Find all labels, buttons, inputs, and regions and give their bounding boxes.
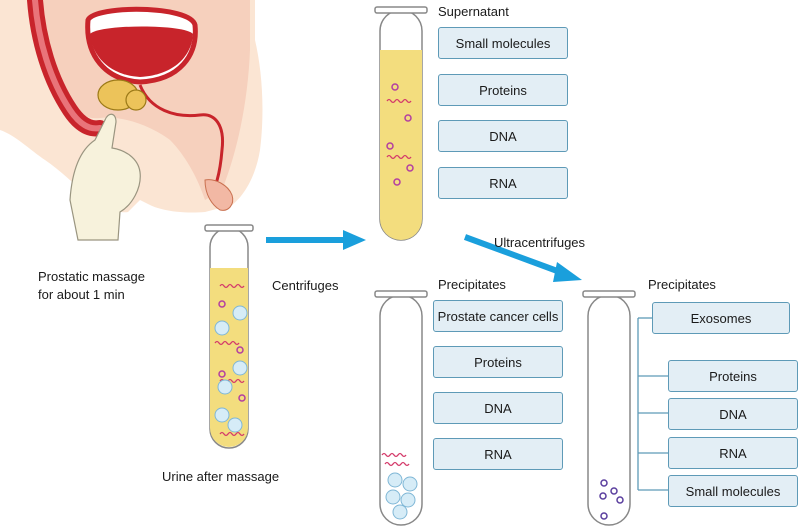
ultra-item: Proteins	[668, 360, 798, 392]
ultracentrifuges-label: Ultracentrifuges	[494, 235, 586, 250]
precipitates-label-2: Precipitates	[648, 277, 716, 292]
ultra-item: RNA	[668, 437, 798, 469]
dna-strands	[381, 452, 410, 467]
ultra-bracket	[637, 317, 668, 491]
dna-strand	[219, 431, 245, 437]
supernatant-item: Proteins	[438, 74, 568, 106]
dna-strand	[384, 461, 410, 467]
supernatant-item: DNA	[438, 120, 568, 152]
urine-label: Urine after massage	[162, 469, 280, 484]
urine-cells	[214, 305, 248, 433]
ultra-item: Exosomes	[652, 302, 790, 334]
dna-strand	[219, 283, 245, 289]
massage-label-line1: Prostatic massage	[38, 269, 145, 284]
precipitate-item: Prostate cancer cells	[433, 300, 563, 332]
ultra-item: DNA	[668, 398, 798, 430]
dna-strands	[386, 98, 412, 160]
centrifuge-arrow-head	[343, 230, 366, 250]
supernatant-item: Small molecules	[438, 27, 568, 59]
supernatant-label: Supernatant	[438, 4, 509, 19]
centrifuges-label: Centrifuges	[272, 278, 339, 293]
precipitate-item: Proteins	[433, 346, 563, 378]
precipitate-item: RNA	[433, 438, 563, 470]
supernatant-item: RNA	[438, 167, 568, 199]
massage-label-line2: for about 1 min	[38, 287, 125, 302]
urine-protein-dots	[218, 300, 246, 402]
precipitate-item: DNA	[433, 392, 563, 424]
dna-strand	[386, 154, 412, 160]
ultracentrifuge-arrow-shaft	[463, 234, 562, 275]
dna-strand	[214, 340, 240, 346]
exosome-tube	[582, 290, 636, 526]
anatomy-illustration	[0, 0, 263, 241]
ultracentrifuge-arrow-head	[553, 262, 582, 282]
precipitate-tube	[374, 290, 428, 526]
dna-strand	[381, 452, 407, 458]
precipitates-label-1: Precipitates	[438, 277, 506, 292]
ultra-item: Small molecules	[668, 475, 798, 507]
dna-strand	[386, 98, 412, 104]
flow-arrows	[266, 230, 582, 282]
supernatant-tube	[374, 6, 428, 241]
